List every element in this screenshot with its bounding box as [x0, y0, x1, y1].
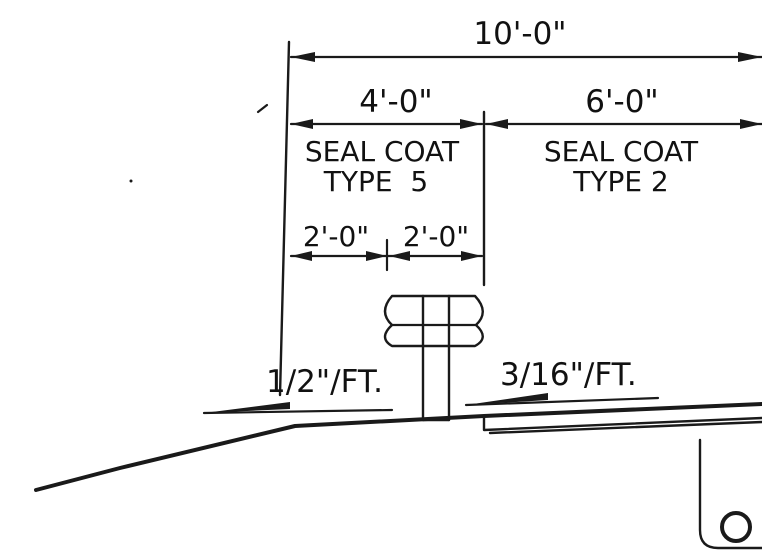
zone-label-right: SEAL COAT TYPE 2	[544, 135, 699, 198]
arrowhead-left-icon	[389, 251, 410, 261]
pavement-edge-layer	[482, 414, 762, 432]
slope-leader-right	[464, 396, 660, 407]
slope-label-right: 3/16"/FT.	[500, 357, 637, 393]
dimension-left: 4'-0"	[289, 84, 484, 129]
arrowhead-right-icon	[740, 119, 762, 129]
slope-leader-left	[202, 408, 394, 415]
pavement-profile	[34, 402, 762, 492]
dimension-label-right: 6'-0"	[585, 84, 658, 120]
dimension-label-sub-right: 2'-0"	[403, 220, 469, 253]
dimension-overall: 10'-0"	[289, 16, 762, 62]
guardrail	[383, 294, 484, 422]
scan-mark	[256, 103, 269, 114]
slope-label-left: 1/2"/FT.	[266, 364, 383, 400]
arrowhead-left-icon	[291, 52, 315, 62]
culvert-wall	[698, 438, 762, 550]
w-beam-rail	[383, 294, 484, 348]
zone-right-line2: TYPE 2	[572, 165, 669, 198]
pavement-surface	[34, 402, 762, 492]
dimension-sub: 2'-0" 2'-0"	[289, 220, 484, 261]
arrowhead-left-icon	[486, 119, 508, 129]
extension-line-left	[278, 40, 291, 397]
zone-label-left: SEAL COAT TYPE 5	[305, 135, 460, 198]
dimension-right: 6'-0"	[484, 84, 762, 129]
dimension-label-left: 4'-0"	[359, 84, 432, 120]
arrowhead-left-icon	[291, 251, 312, 261]
zone-left-line2: TYPE 5	[323, 165, 428, 198]
arrowhead-right-icon	[460, 119, 482, 129]
dimension-label-sub-left: 2'-0"	[303, 220, 369, 253]
arrowhead-right-icon	[366, 251, 387, 261]
slope-right: 3/16"/FT.	[464, 357, 660, 407]
zone-right-line1: SEAL COAT	[544, 135, 699, 168]
arrowhead-right-icon	[738, 52, 762, 62]
zone-left-line1: SEAL COAT	[305, 135, 460, 168]
arrowhead-right-icon	[461, 251, 482, 261]
dimension-label-overall: 10'-0"	[473, 16, 566, 52]
scan-dot	[129, 179, 133, 183]
pavement-bottom-line	[488, 420, 762, 435]
pipe-circle-icon	[720, 511, 752, 543]
slope-arrow-right-icon	[466, 393, 548, 405]
slope-arrow-left-icon	[204, 402, 290, 413]
culvert-detail	[698, 438, 762, 550]
arrowhead-left-icon	[291, 119, 313, 129]
slope-left: 1/2"/FT.	[202, 364, 394, 415]
